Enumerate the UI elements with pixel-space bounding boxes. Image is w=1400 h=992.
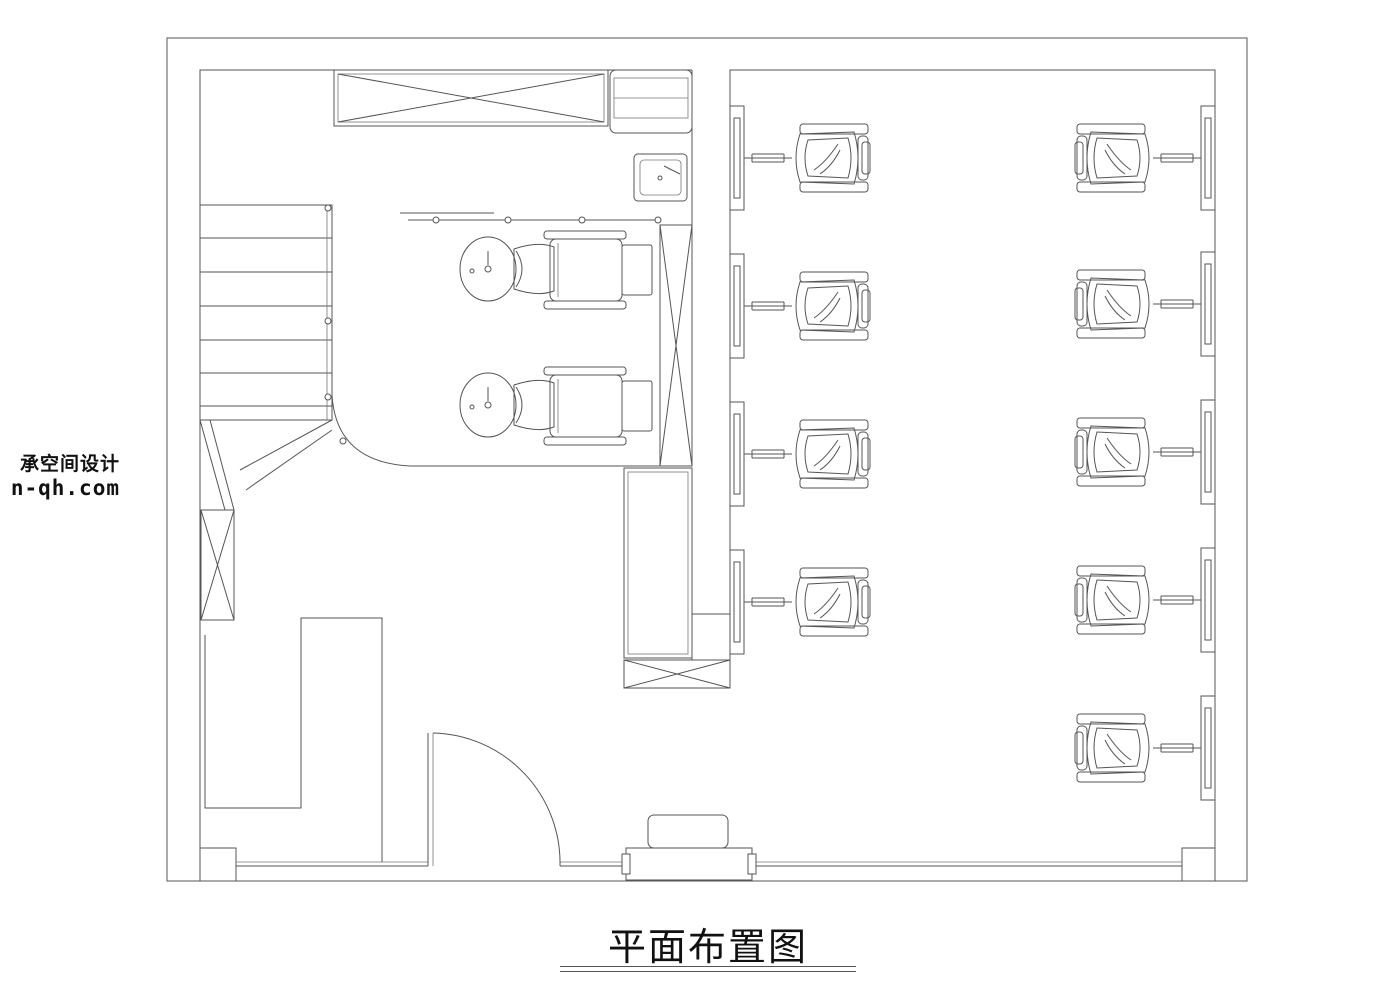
title-underline-2: [560, 971, 856, 972]
styling-chair-left-2: [729, 253, 871, 359]
watermark: 承空间设计 n-qh.com: [0, 452, 120, 500]
shampoo-station-1: [459, 230, 653, 310]
styling-chair-left-3: [729, 401, 871, 507]
watermark-line-2: n-qh.com: [10, 476, 120, 500]
drawing-title: 平面布置图: [607, 925, 808, 969]
title-underline-1: [560, 966, 856, 967]
styling-chair-right-5: [1074, 695, 1216, 801]
styling-chair-left-4: [729, 549, 871, 655]
styling-chair-right-4: [1074, 547, 1216, 653]
styling-chair-left-1: [729, 105, 871, 211]
styling-chair-right-3: [1074, 399, 1216, 505]
styling-chair-right-1: [1074, 105, 1216, 211]
styling-chair-right-2: [1074, 251, 1216, 357]
shampoo-station-2: [459, 366, 653, 446]
watermark-line-1: 承空间设计: [19, 453, 120, 475]
